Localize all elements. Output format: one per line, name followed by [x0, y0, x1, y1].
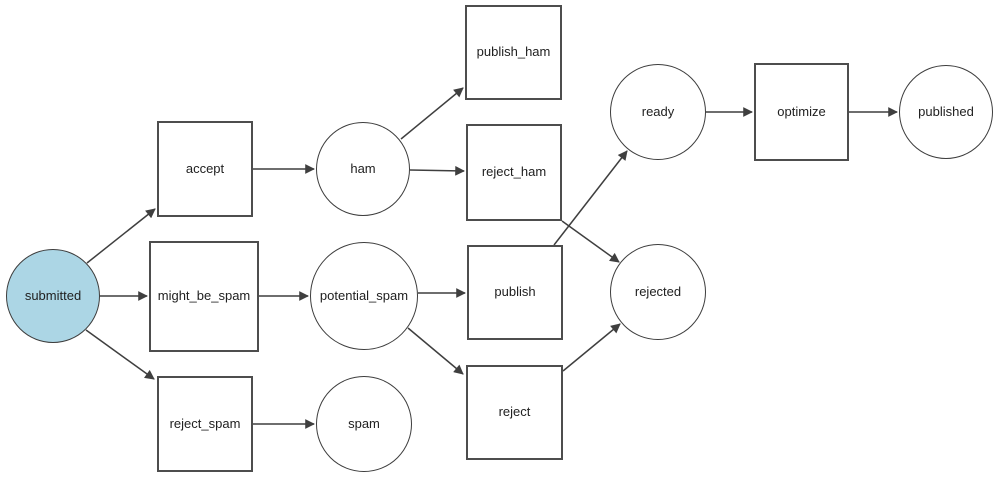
edge-ham-to-publish_ham: [400, 87, 464, 140]
edge-publish-to-ready: [553, 150, 628, 246]
node-label: spam: [348, 415, 380, 431]
node-label: rejected: [634, 283, 682, 299]
node-optimize: optimize: [754, 63, 849, 161]
node-label: published: [918, 103, 974, 119]
node-accept: accept: [157, 121, 253, 217]
node-label: ready: [641, 103, 675, 119]
node-might_be_spam: might_be_spam: [149, 241, 259, 352]
node-reject_ham: reject_ham: [466, 124, 562, 221]
node-ready: ready: [610, 64, 706, 160]
node-label: accept: [185, 160, 225, 176]
node-reject_spam: reject_spam: [157, 376, 253, 472]
node-label: publish: [494, 284, 536, 300]
node-label: optimize: [777, 103, 826, 119]
edge-potential_spam-to-reject: [407, 327, 464, 375]
edge-reject_ham-to-rejected: [561, 220, 620, 263]
node-label: reject_spam: [169, 415, 241, 431]
node-published: published: [899, 65, 993, 159]
edge-submitted-to-accept: [86, 208, 156, 264]
node-label: potential_spam: [319, 287, 409, 303]
node-label: ham: [350, 160, 376, 176]
node-submitted: submitted: [6, 249, 100, 343]
node-spam: spam: [316, 376, 412, 472]
edge-submitted-to-reject_spam: [85, 329, 155, 380]
node-ham: ham: [316, 122, 410, 216]
node-rejected: rejected: [610, 244, 706, 340]
edge-reject-to-rejected: [562, 323, 621, 372]
node-label: reject_ham: [481, 164, 547, 180]
node-label: reject: [498, 404, 531, 420]
node-label: submitted: [24, 287, 82, 303]
node-label: publish_ham: [476, 44, 551, 60]
node-publish_ham: publish_ham: [465, 5, 562, 100]
edge-ham-to-reject_ham: [409, 165, 465, 176]
node-potential_spam: potential_spam: [310, 242, 418, 350]
node-label: might_be_spam: [157, 288, 251, 304]
node-publish: publish: [467, 245, 563, 340]
node-reject: reject: [466, 365, 563, 460]
